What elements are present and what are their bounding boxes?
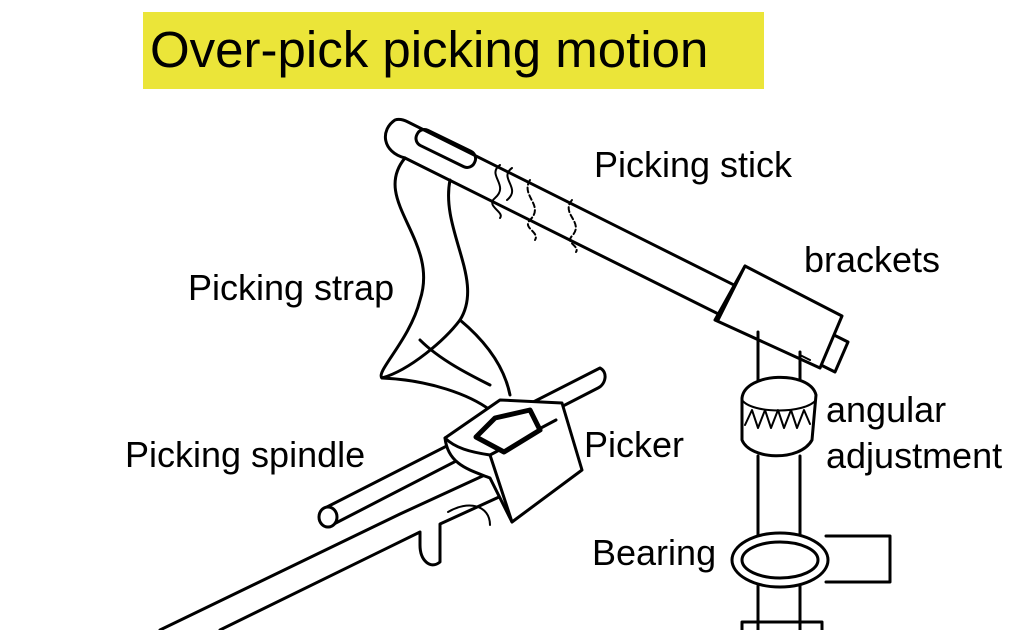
- picking-strap: [379, 156, 512, 412]
- label-picking-spindle: Picking spindle: [125, 434, 366, 475]
- title-highlight: [143, 12, 764, 89]
- lower-arm: [158, 466, 512, 630]
- picker-part: [443, 398, 584, 524]
- label-bearing: Bearing: [592, 532, 717, 573]
- bearing-part: [730, 531, 892, 630]
- label-picking-strap: Picking strap: [188, 267, 395, 308]
- vertical-shaft: [740, 330, 818, 540]
- brackets-part: [713, 264, 844, 370]
- label-picker: Picker: [584, 424, 685, 465]
- picking-stick: [384, 117, 850, 374]
- label-picking-stick: Picking stick: [594, 144, 793, 185]
- label-brackets: brackets: [804, 239, 941, 280]
- diagram-title: Over-pick picking motion: [150, 21, 709, 78]
- label-angular: angular: [826, 389, 947, 430]
- label-adjustment: adjustment: [826, 435, 1003, 476]
